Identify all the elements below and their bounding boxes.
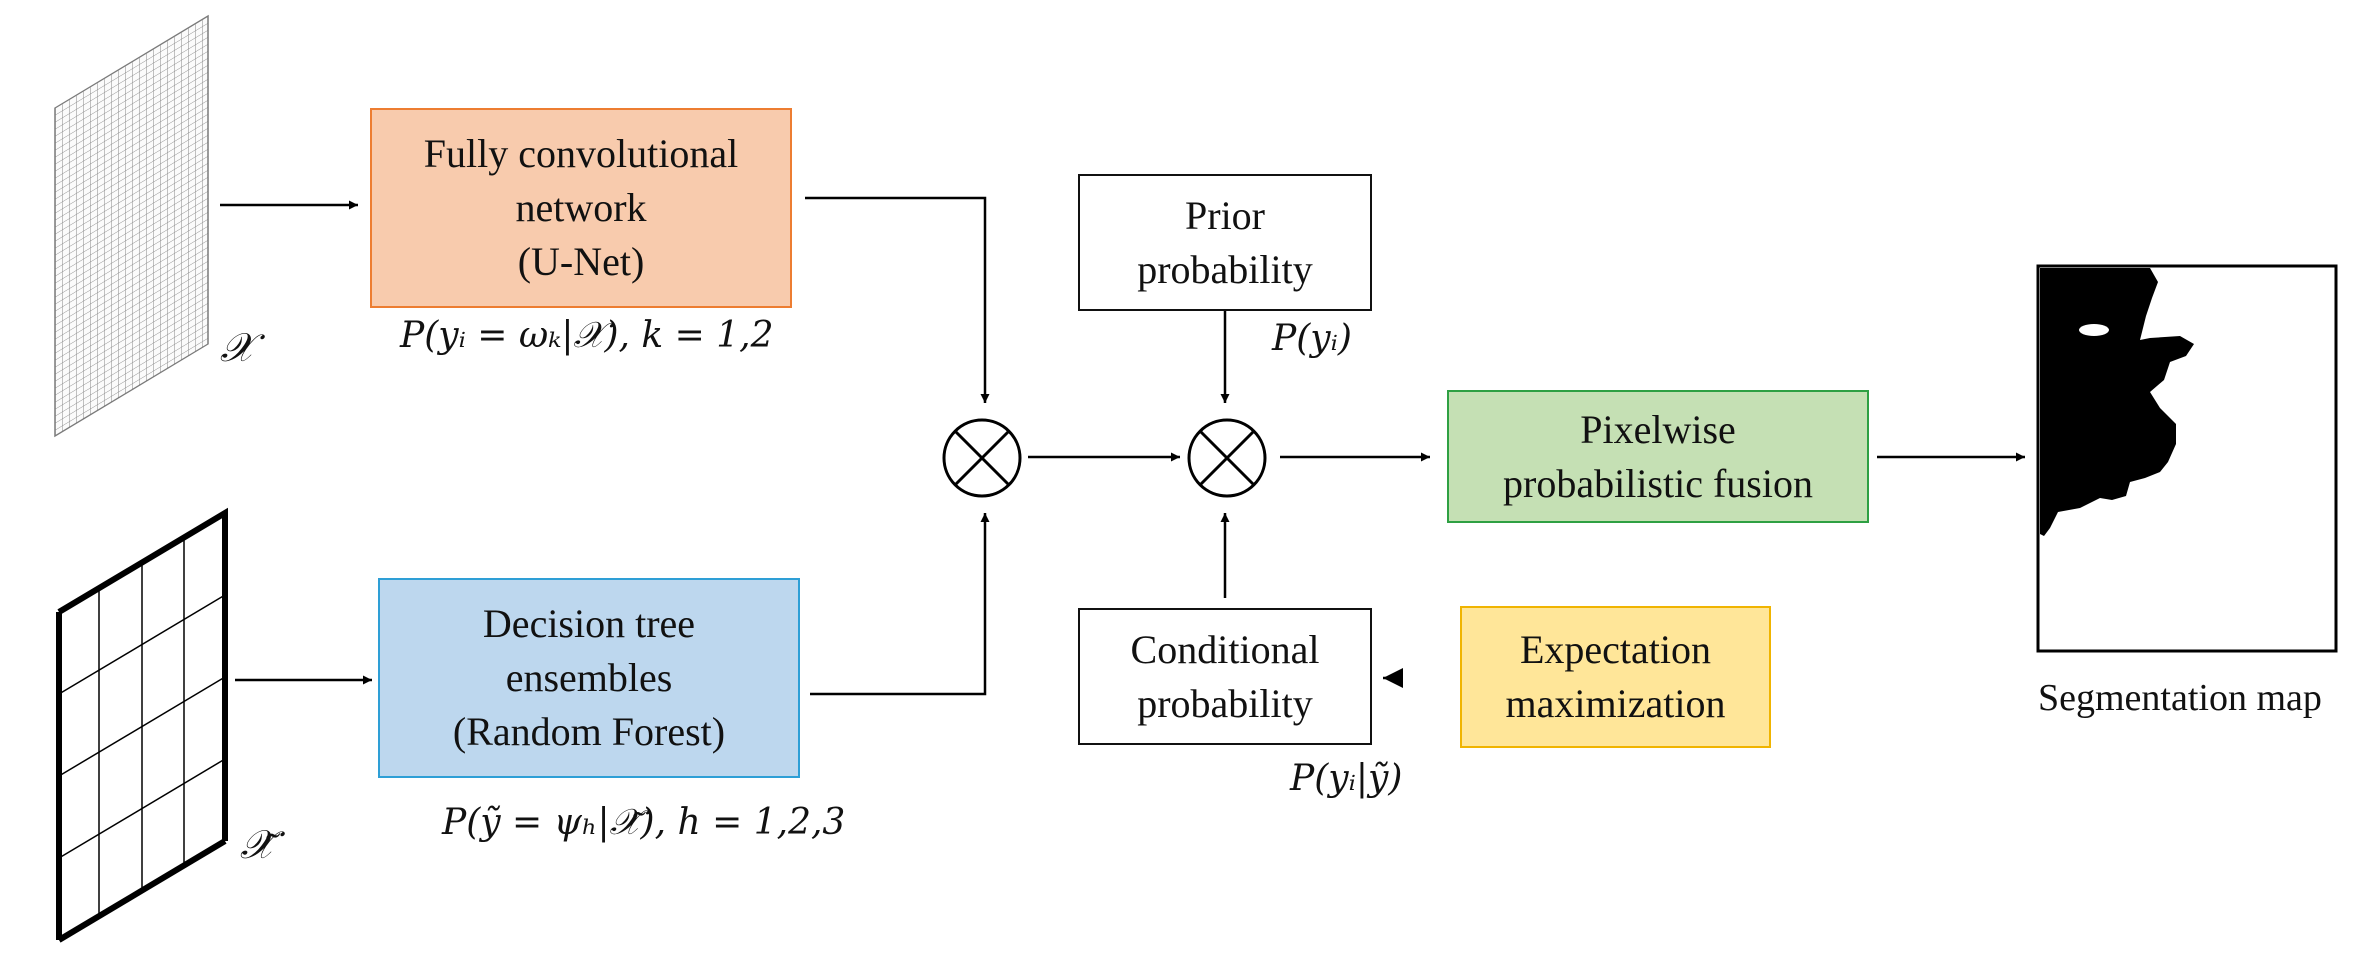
x-tilde-symbol-label: 𝒳̃ xyxy=(240,822,275,868)
conditional-line-1: Conditional xyxy=(1130,626,1320,672)
conditional-probability-formula: P(yᵢ|ỹ) xyxy=(1290,758,1403,799)
rf-line-3: (Random Forest) xyxy=(452,709,726,754)
fcn-probability-formula: P(yᵢ = ωₖ|𝒳), k = 1,2 xyxy=(400,315,774,356)
segmentation-map-image xyxy=(2036,264,2338,653)
input-image-x-icon xyxy=(54,14,209,438)
arrow-fcn-to-product xyxy=(805,196,990,403)
x-symbol-label: 𝒳 xyxy=(220,325,255,371)
arrow-rf-to-product xyxy=(810,513,990,696)
em-line-1: Expectation xyxy=(1519,627,1712,672)
connectors xyxy=(220,196,2025,696)
fusion-line-2: probabilistic fusion xyxy=(1503,460,1813,506)
fcn-box: Fully convolutional network (U-Net) xyxy=(370,108,792,308)
prior-line-1: Prior xyxy=(1185,192,1265,238)
prior-probability-formula: P(yᵢ) xyxy=(1272,318,1352,359)
rf-probability-formula: P(ỹ = ψₕ|𝒳̃), h = 1,2,3 xyxy=(442,802,846,843)
em-line-2: maximization xyxy=(1505,681,1726,726)
rf-line-2: ensembles xyxy=(505,655,673,700)
circled-times-icon xyxy=(1187,418,1267,498)
fcn-line-1: Fully convolutional xyxy=(423,131,739,176)
random-forest-box: Decision tree ensembles (Random Forest) xyxy=(378,578,800,778)
prior-probability-box: Prior probability xyxy=(1078,174,1372,311)
pixelwise-fusion-box: Pixelwise probabilistic fusion xyxy=(1447,390,1869,523)
fcn-line-2: network xyxy=(515,185,647,230)
conditional-line-2: probability xyxy=(1137,680,1313,726)
circled-times-icon xyxy=(942,418,1022,498)
fcn-line-3: (U-Net) xyxy=(517,239,645,284)
rf-line-1: Decision tree xyxy=(482,601,696,646)
prior-line-2: probability xyxy=(1137,246,1313,292)
fusion-line-1: Pixelwise xyxy=(1580,406,1736,452)
input-image-x-tilde-icon xyxy=(56,507,228,943)
expectation-maximization-box: Expectation maximization xyxy=(1460,606,1771,748)
conditional-probability-box: Conditional probability xyxy=(1078,608,1372,745)
segmentation-map-label: Segmentation map xyxy=(2038,677,2322,719)
